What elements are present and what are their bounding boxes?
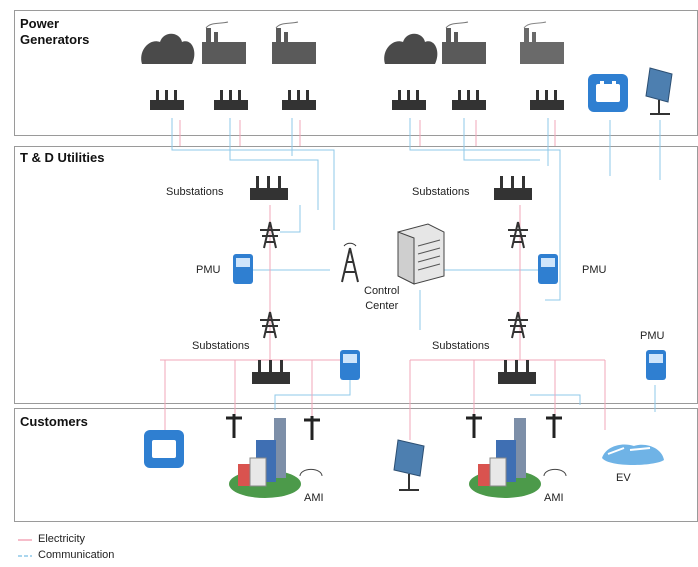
substation-icon	[498, 360, 536, 384]
substation-icon	[452, 90, 486, 110]
ev-label: EV	[616, 472, 631, 484]
coal-plant-icon	[141, 33, 195, 64]
antenna-icon	[341, 242, 359, 283]
solar-panel-icon	[645, 67, 673, 115]
substation-icon	[392, 90, 426, 110]
substations-label: Substations	[192, 340, 250, 352]
substation-icon	[252, 360, 290, 384]
generator-substations	[150, 90, 564, 110]
pmu-label: PMU	[582, 264, 607, 276]
communication-lines	[171, 118, 661, 412]
factory-icon	[520, 21, 564, 64]
substations-label: Substations	[432, 340, 490, 352]
transmission-tower-icon	[260, 221, 280, 249]
pmu-label: PMU	[196, 264, 221, 276]
substation-icon	[250, 176, 288, 200]
city-buildings-icon	[469, 418, 541, 498]
substation-icon	[214, 90, 248, 110]
power-generators-section	[14, 10, 698, 136]
transmission-tower-icon	[508, 311, 528, 339]
customers-title: Customers	[20, 414, 88, 429]
substation-icon	[494, 176, 532, 200]
control-center-label: Control Center	[364, 285, 400, 312]
substation-icon	[530, 90, 564, 110]
city-buildings-icon	[229, 418, 301, 498]
power-generators-title: Power Generators	[20, 16, 90, 47]
meter-arc-icon	[299, 468, 567, 477]
battery-storage-icon	[144, 430, 184, 468]
pole-icon	[546, 414, 562, 438]
legend-electricity: Electricity	[38, 533, 86, 545]
pole-icon	[226, 414, 242, 438]
pole-icon	[304, 416, 320, 440]
legend-communication: Communication	[38, 549, 115, 561]
factory-icon	[442, 21, 486, 64]
pole-icon	[466, 414, 482, 438]
battery-storage-icon	[588, 74, 628, 112]
factory-icon	[202, 21, 246, 64]
ami-label: AMI	[304, 492, 324, 504]
customers-section	[14, 408, 698, 522]
solar-panel-icon	[393, 439, 425, 491]
substation-icon	[150, 90, 184, 110]
control-center-server-icon	[397, 223, 445, 285]
substations-label: Substations	[412, 186, 470, 198]
td-utilities-title: T & D Utilities	[20, 150, 105, 165]
pmu-device-icon	[538, 254, 558, 284]
electric-vehicle-icon	[602, 444, 664, 465]
ami-label: AMI	[544, 492, 564, 504]
pmu-device-icon	[646, 350, 666, 380]
transmission-tower-icon	[508, 221, 528, 249]
pmu-label: PMU	[640, 330, 665, 342]
substations-label: Substations	[166, 186, 224, 198]
pmu-device-icon	[233, 254, 253, 284]
pmu-device-icon	[340, 350, 360, 380]
factory-icon	[272, 21, 316, 64]
substation-icon	[282, 90, 316, 110]
coal-plant-icon	[384, 33, 438, 64]
transmission-tower-icon	[260, 311, 280, 339]
